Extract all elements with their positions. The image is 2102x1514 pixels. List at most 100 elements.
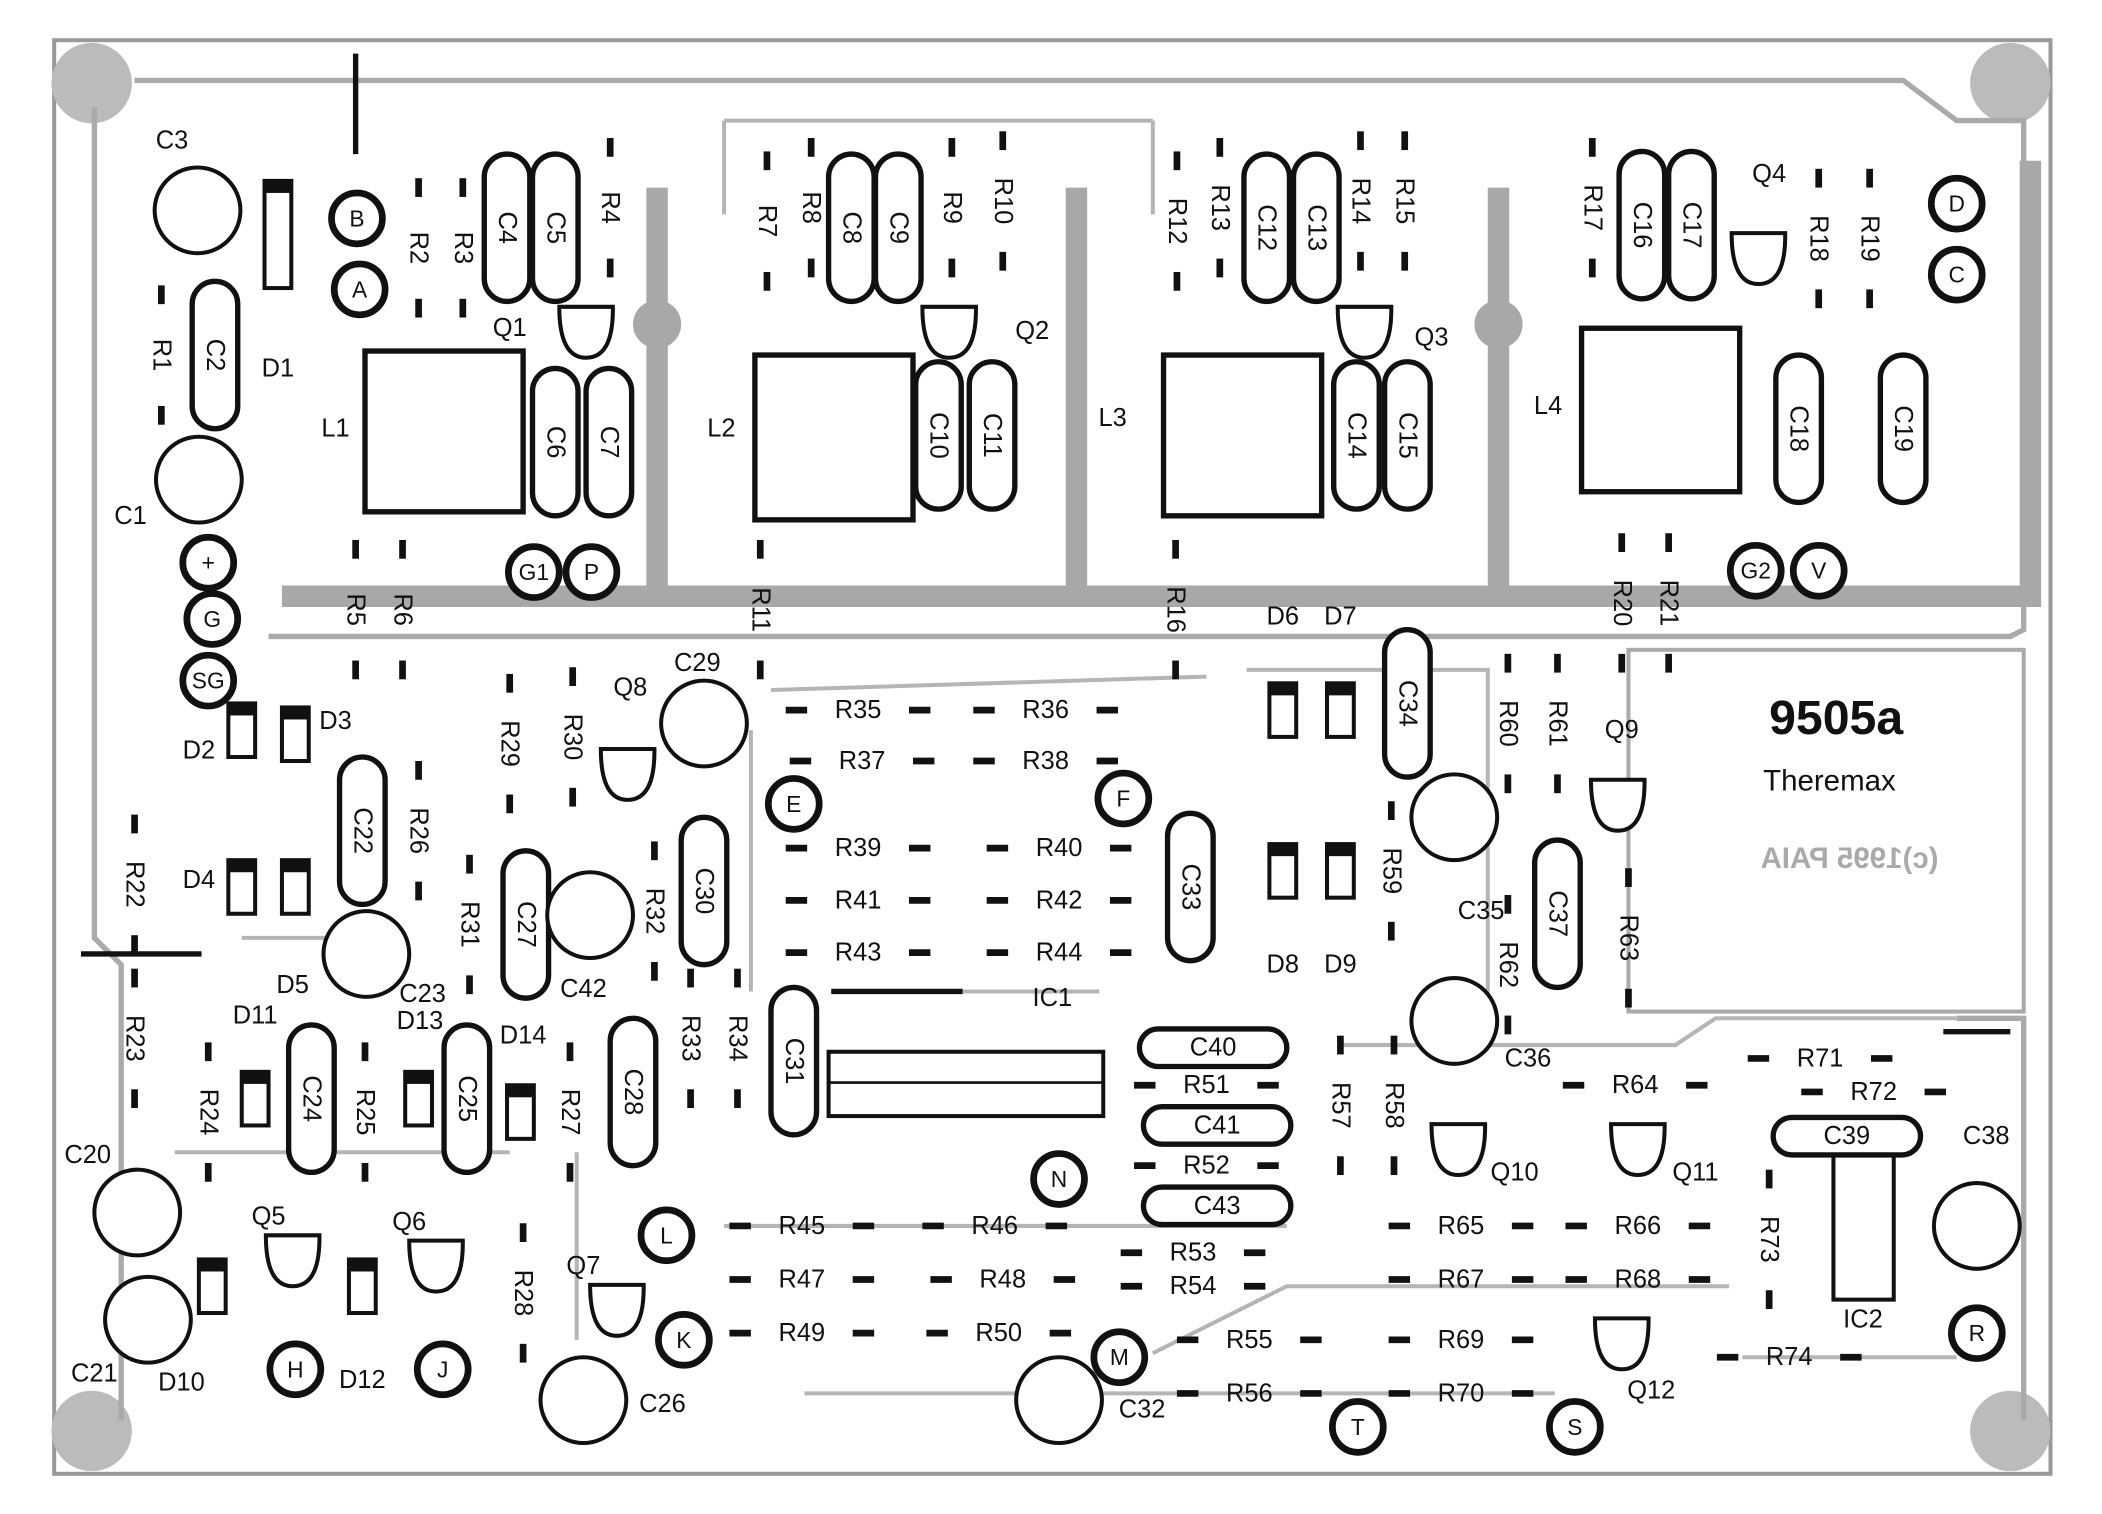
electrolytic-label: C32 — [1119, 1395, 1166, 1423]
connection-pad-k: K — [655, 1311, 713, 1369]
resistor-label: R44 — [1036, 939, 1083, 967]
pad-ring — [179, 533, 238, 592]
pad-label: N — [1051, 1166, 1067, 1192]
resistor-r48: R48 — [930, 1266, 1076, 1294]
electrolytic-body — [545, 870, 635, 960]
diode-d2: D2 — [183, 701, 258, 764]
resistor-r39: R39 — [785, 834, 931, 862]
diode-d11: D11 — [233, 1002, 278, 1128]
resistor-label: R47 — [778, 1266, 825, 1294]
capacitor-body — [678, 814, 730, 968]
capacitor-c15: C15 — [1381, 359, 1433, 512]
diode-d8: D8 — [1267, 842, 1299, 979]
resistor-label: R36 — [1022, 696, 1069, 724]
resistor-r37: R37 — [789, 747, 935, 775]
mounting-hole — [1970, 1390, 2051, 1472]
transistor-q4: Q4 — [1729, 160, 1788, 287]
capacitor-c37: C37 — [1531, 837, 1583, 991]
capacitor-c4: C4 — [481, 151, 533, 305]
capacitor-c17: C17 — [1665, 148, 1717, 302]
capacitor-body — [336, 754, 388, 908]
diode-d12: D12 — [339, 1257, 386, 1394]
electrolytic-body — [1409, 772, 1500, 863]
board-base — [51, 38, 2053, 1476]
electrolytic-label: C36 — [1505, 1044, 1552, 1072]
capacitor-body — [1140, 1184, 1294, 1228]
pad-ring — [183, 590, 242, 648]
ground-shield-trace — [281, 160, 2042, 607]
product-name: Theremax — [1763, 764, 1896, 797]
pad-label: G — [203, 606, 221, 632]
diode-label: D12 — [339, 1366, 386, 1394]
connection-pad-c: C — [1927, 245, 1986, 304]
capacitor-body — [583, 365, 635, 519]
connection-pad-a: A — [330, 260, 389, 319]
pad-ring — [1726, 541, 1785, 600]
diode-cathode-band — [241, 1071, 269, 1084]
resistor-r19: R19 — [1856, 168, 1884, 309]
resistor-r1: R1 — [147, 285, 175, 425]
capacitor-c18: C18 — [1773, 352, 1825, 506]
capacitor-body — [1164, 810, 1216, 964]
resistor-label: R7 — [753, 205, 781, 238]
capacitor-label: C14 — [1342, 412, 1370, 459]
pad-label: J — [437, 1356, 448, 1382]
capacitor-label: C7 — [595, 426, 623, 459]
inductor-body — [362, 348, 526, 515]
resistor-r65: R65 — [1388, 1212, 1534, 1240]
resistor-r68: R68 — [1565, 1266, 1711, 1294]
connection-pad-v: V — [1789, 541, 1848, 600]
pad-ring — [413, 1340, 472, 1399]
transistor-label: Q10 — [1491, 1158, 1539, 1186]
resistor-label: R2 — [405, 232, 433, 265]
resistor-label: R17 — [1578, 184, 1606, 231]
capacitor-c5: C5 — [529, 151, 581, 305]
resistor-r45: R45 — [729, 1212, 875, 1240]
resistor-r54: R54 — [1120, 1272, 1266, 1300]
diode-label: D5 — [276, 971, 309, 999]
diode-cathode-band — [1269, 683, 1297, 696]
resistor-r15: R15 — [1391, 131, 1419, 271]
diode-label: D14 — [500, 1022, 547, 1050]
resistor-r70: R70 — [1388, 1379, 1534, 1407]
electrolytic-body — [153, 434, 244, 525]
connection-pad-s: S — [1546, 1398, 1604, 1456]
pad-label: K — [676, 1327, 691, 1353]
connection-pad-g2: G2 — [1726, 541, 1785, 600]
pad-label: G2 — [1741, 558, 1771, 584]
transistor-q8: Q8 — [598, 673, 657, 802]
resistor-label: R41 — [835, 886, 882, 914]
resistor-r62: R62 — [1494, 895, 1522, 1035]
resistor-label: R50 — [975, 1319, 1022, 1347]
diode-d4: D4 — [183, 858, 258, 916]
pad-ring — [330, 260, 389, 319]
pad-ring — [1546, 1398, 1604, 1456]
diode-label: D11 — [233, 1002, 278, 1030]
diode-d6: D6 — [1267, 602, 1299, 739]
mounting-hole — [1970, 42, 2051, 124]
resistor-r4: R4 — [596, 138, 624, 278]
diode-cathode-band — [198, 1259, 226, 1272]
pad-ring — [637, 1206, 696, 1265]
resistor-r16: R16 — [1162, 539, 1190, 680]
diode-label: D7 — [1324, 602, 1357, 630]
transistor-q10: Q10 — [1429, 1122, 1539, 1186]
diode-label: D9 — [1324, 951, 1357, 979]
capacitor-c12: C12 — [1241, 151, 1293, 305]
resistor-r7: R7 — [753, 151, 781, 291]
resistor-label: R16 — [1162, 586, 1190, 633]
pad-ring — [505, 543, 563, 601]
resistor-r67: R67 — [1388, 1266, 1534, 1294]
electrolytic-body — [538, 1355, 629, 1445]
capacitor-label: C28 — [619, 1069, 647, 1116]
transistor-q9: Q9 — [1588, 716, 1647, 833]
diode-cathode-band — [281, 707, 309, 720]
pad-label: + — [202, 550, 215, 576]
resistor-label: R53 — [1170, 1239, 1217, 1267]
transistor-label: Q12 — [1627, 1377, 1675, 1405]
resistor-r22: R22 — [121, 814, 149, 954]
electrolytic-c32: C32 — [1014, 1355, 1166, 1445]
diode-d7: D7 — [1324, 602, 1357, 739]
electrolytic-label: C21 — [71, 1359, 118, 1387]
